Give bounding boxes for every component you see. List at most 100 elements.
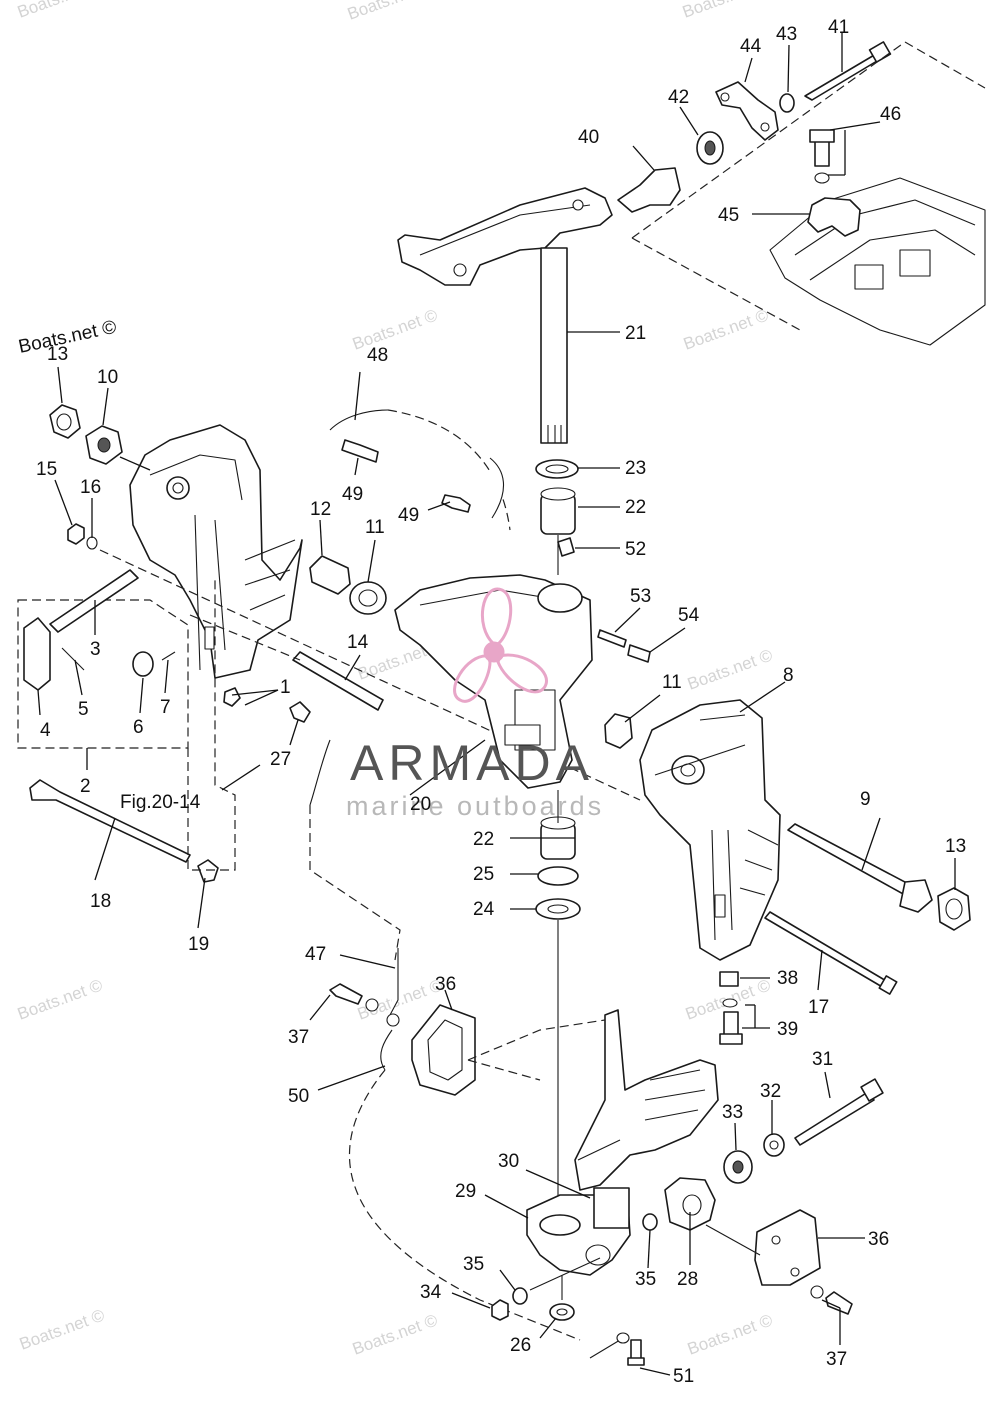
bolt-54 (627, 644, 651, 663)
nut-38 (719, 971, 739, 987)
part-label-36-upper: 36 (435, 974, 456, 995)
brand-name: ARMADA (350, 735, 594, 791)
fitting-27 (289, 701, 311, 723)
part-label-35-right: 35 (635, 1269, 656, 1290)
watermark: Boats.net © (681, 305, 772, 353)
part-label-13-left: 13 (47, 344, 68, 365)
lower-mount-assembly (329, 983, 884, 1366)
brand-tagline: marine outboards (346, 791, 604, 821)
steering-shaft (540, 247, 568, 444)
part-label-24: 24 (473, 899, 495, 920)
plug-19 (197, 859, 219, 883)
watermark: Boats.net © (685, 645, 776, 693)
watermark: Boats.net © (685, 1310, 776, 1358)
part-label-10: 10 (97, 367, 118, 388)
part-label-41: 41 (828, 17, 849, 38)
part-label-45: 45 (718, 205, 739, 226)
bolt-37-upper (329, 983, 363, 1005)
washer-43 (779, 93, 795, 113)
part-label-26: 26 (510, 1335, 531, 1356)
screw-53 (597, 629, 627, 648)
part-label-1: 1 (280, 677, 291, 698)
part-label-49-upper: 49 (342, 484, 363, 505)
tilt-rod-18 (29, 779, 191, 863)
bolt-9 (787, 823, 921, 901)
part-label-30: 30 (498, 1151, 519, 1172)
part-label-5: 5 (78, 699, 89, 720)
part-label-22-upper: 22 (625, 497, 646, 518)
bolt-49-upper (341, 439, 379, 463)
part-label-25: 25 (473, 864, 494, 885)
part-label-50: 50 (288, 1086, 309, 1107)
part-label-20: 20 (410, 794, 431, 815)
part-label-7: 7 (160, 697, 171, 718)
part-label-28: 28 (677, 1269, 698, 1290)
part-label-2: 2 (80, 776, 91, 797)
part-label-22-lower: 22 (473, 829, 494, 850)
screw-51 (630, 1339, 642, 1361)
part-label-37-upper: 37 (288, 1027, 309, 1048)
watermark: Boats.net © (350, 1310, 441, 1358)
part-label-33: 33 (722, 1102, 743, 1123)
brand-logo: ARMADA marine outboards (346, 587, 604, 821)
part-label-6: 6 (133, 717, 144, 738)
part-label-31: 31 (812, 1049, 833, 1070)
swivel-bracket-assembly (99, 409, 651, 1341)
part-label-13-right: 13 (945, 836, 966, 857)
part-label-32: 32 (760, 1081, 781, 1102)
watermark: Boats.net © (345, 0, 436, 24)
part-label-11-lower: 11 (662, 672, 682, 693)
cover-36-lower (754, 1209, 821, 1286)
washer-35-left (512, 1287, 528, 1305)
part-label-35-left: 35 (463, 1254, 484, 1275)
mount-bracket-45 (807, 197, 861, 237)
part-label-39: 39 (777, 1019, 798, 1040)
mount-rubber-40 (617, 167, 681, 213)
leader-lines (37, 32, 956, 1376)
part-label-23: 23 (625, 458, 646, 479)
knob-6 (132, 651, 154, 677)
nut-34 (491, 1299, 509, 1321)
part-label-53: 53 (630, 586, 651, 607)
part-label-42: 42 (668, 87, 689, 108)
right-clamp-bracket (639, 699, 971, 1045)
part-label-9: 9 (860, 789, 871, 810)
part-label-11-upper: 11 (365, 517, 385, 538)
watermark: Boats.net © (15, 975, 106, 1023)
bolt-39 (723, 1011, 739, 1037)
part-label-8: 8 (783, 665, 794, 686)
part-label-3: 3 (90, 639, 101, 660)
part-label-43: 43 (776, 24, 797, 45)
nut-15 (67, 523, 85, 545)
propeller-logo-icon (453, 587, 548, 703)
part-label-54: 54 (678, 605, 700, 626)
figure-reference: Fig.20-14 (120, 792, 201, 813)
bolt-31 (794, 1091, 875, 1146)
part-label-29: 29 (455, 1181, 476, 1202)
subassembly-box (17, 599, 189, 749)
steering-arm-assembly (397, 41, 986, 444)
bushing-11-right (604, 713, 633, 749)
part-label-36-lower: 36 (868, 1229, 889, 1250)
part-label-47: 47 (305, 944, 326, 965)
block-30 (593, 1187, 630, 1229)
part-label-46: 46 (880, 104, 901, 125)
washer-35-right (642, 1213, 658, 1231)
part-label-16: 16 (80, 477, 101, 498)
part-label-38: 38 (777, 968, 798, 989)
bolt-37-lower (825, 1291, 853, 1315)
part-label-14: 14 (347, 632, 369, 653)
bolt-41 (804, 53, 883, 101)
rod-3 (49, 569, 139, 633)
tilt-pin-14 (292, 651, 384, 711)
bushing-12 (309, 555, 351, 595)
part-label-27: 27 (270, 749, 291, 770)
part-labels: 1 2 3 4 5 6 7 8 9 10 11 11 12 13 13 14 1… (36, 17, 966, 1387)
clip-52 (557, 537, 575, 557)
bolt-49-lower (441, 494, 471, 513)
part-label-52: 52 (625, 539, 646, 560)
part-label-34: 34 (420, 1282, 442, 1303)
part-label-49-lower: 49 (398, 505, 419, 526)
part-label-44: 44 (740, 36, 762, 57)
part-label-21: 21 (625, 323, 646, 344)
